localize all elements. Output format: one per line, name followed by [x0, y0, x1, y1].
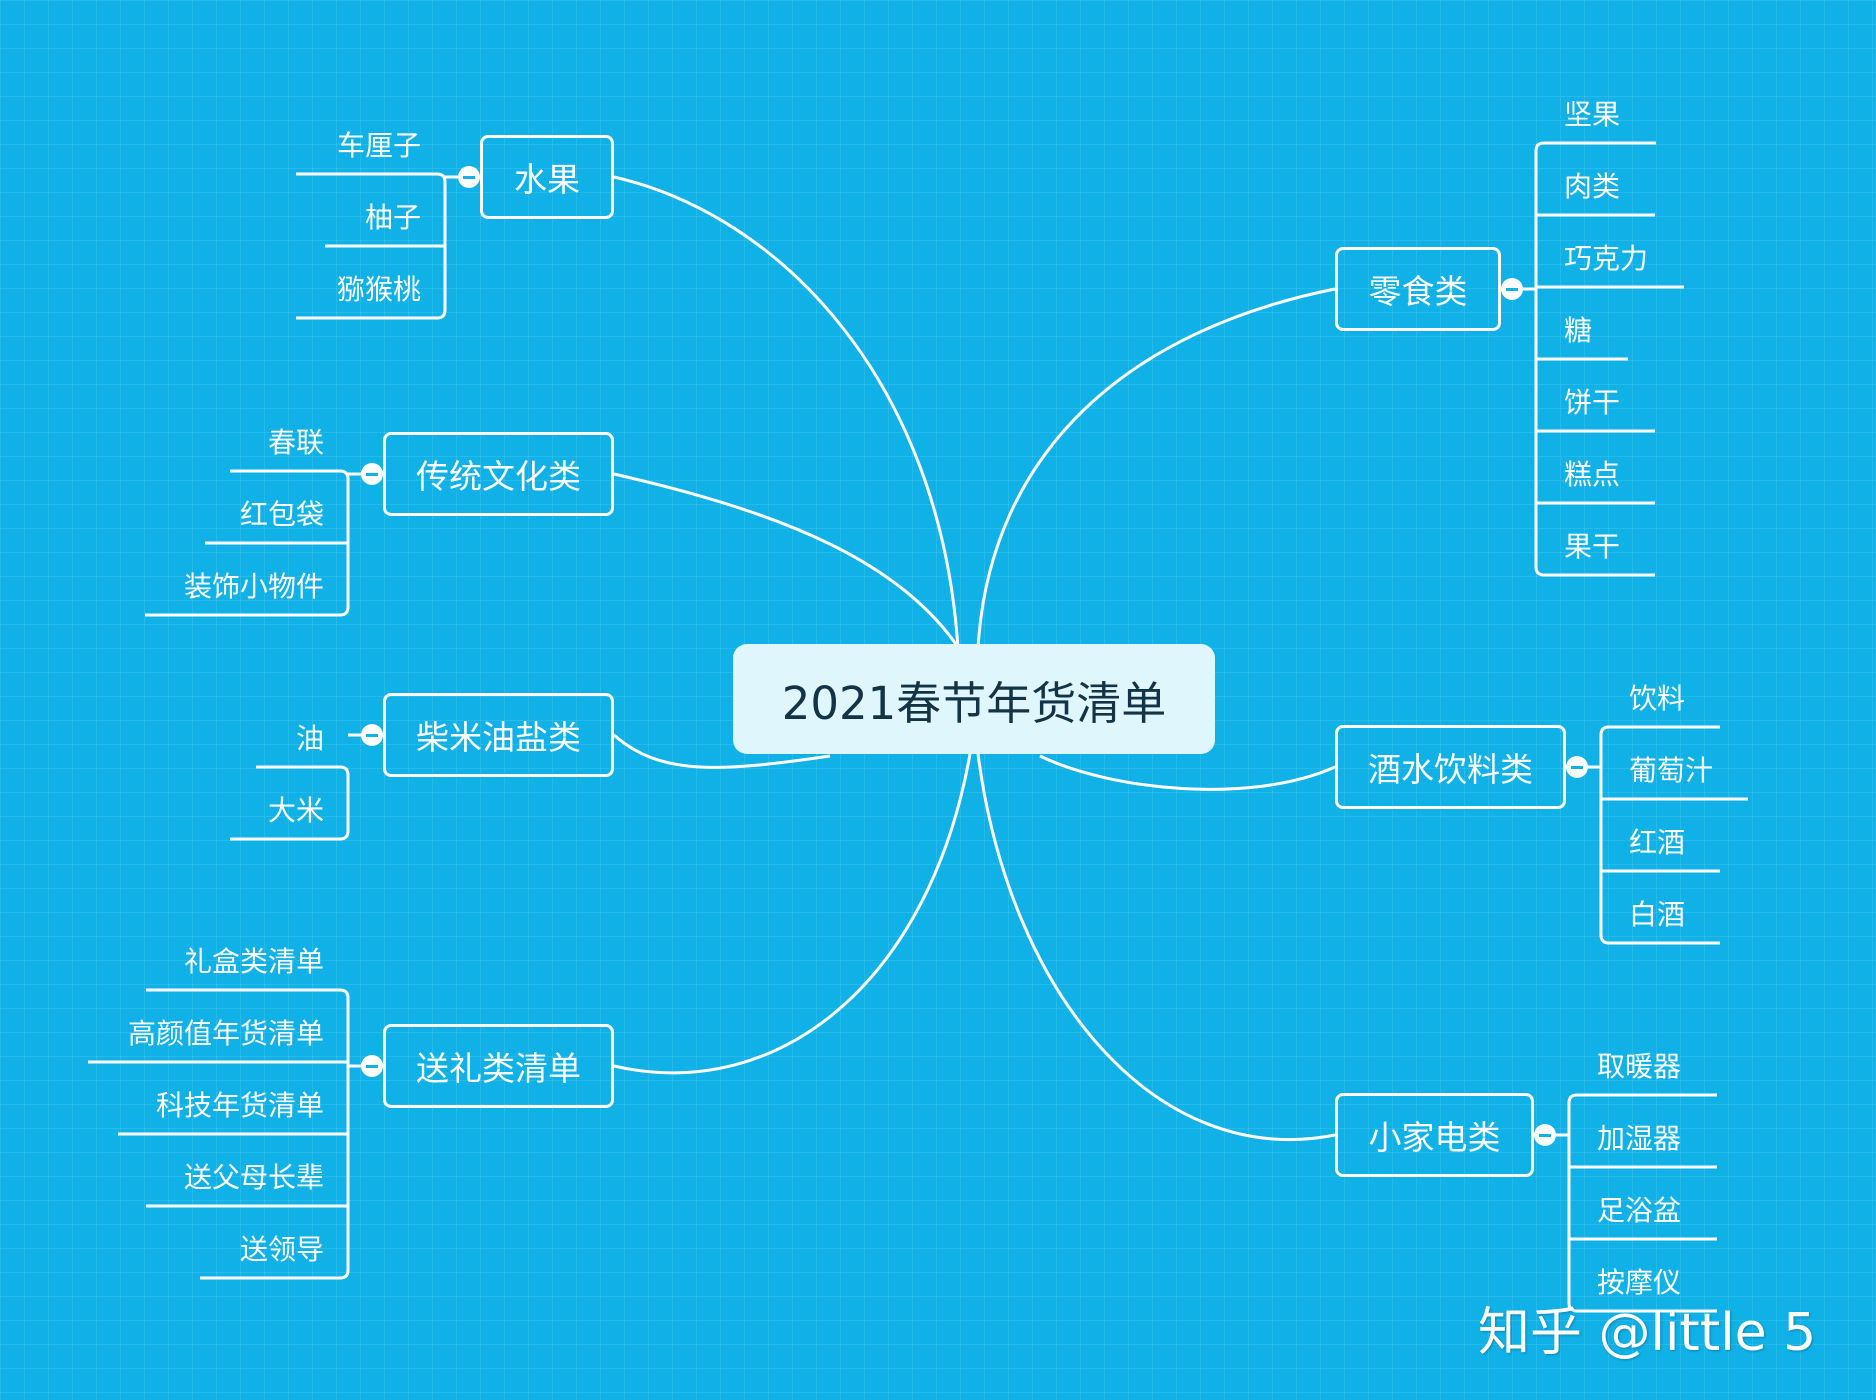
branch-staples[interactable]: 柴米油盐类 — [383, 693, 614, 777]
leaf-underline — [1567, 1093, 1717, 1104]
branch-drinks[interactable]: 酒水饮料类 — [1335, 725, 1566, 809]
collapse-button-gifts[interactable] — [361, 1055, 383, 1077]
branch-culture[interactable]: 传统文化类 — [383, 432, 614, 516]
collapse-button-fruit[interactable] — [458, 166, 480, 188]
leaf-fruit-0[interactable]: 车厘子 — [336, 129, 421, 162]
leaf-underline — [1599, 725, 1720, 736]
branch-gifts[interactable]: 送礼类清单 — [383, 1024, 614, 1108]
leaf-culture-2[interactable]: 装饰小物件 — [183, 570, 324, 603]
branch-label: 酒水饮料类 — [1368, 750, 1533, 789]
leaf-drinks-1[interactable]: 葡萄汁 — [1629, 754, 1714, 787]
connector-staples — [613, 733, 831, 769]
connector-gifts — [613, 753, 972, 1075]
leaf-appliances-3[interactable]: 按摩仪 — [1597, 1266, 1682, 1299]
collapse-button-appliances[interactable] — [1534, 1124, 1556, 1146]
connector-culture — [613, 472, 962, 651]
leaf-gifts-4[interactable]: 送领导 — [239, 1233, 324, 1266]
leaf-underline — [230, 469, 350, 480]
leaf-drinks-3[interactable]: 白酒 — [1629, 898, 1686, 931]
leaf-underline — [296, 309, 447, 320]
leaf-gifts-2[interactable]: 科技年货清单 — [155, 1089, 324, 1122]
leaf-snacks-3[interactable]: 糖 — [1564, 314, 1593, 347]
leaf-gifts-1[interactable]: 高颜值年货清单 — [127, 1017, 324, 1050]
leaf-gifts-3[interactable]: 送父母长辈 — [183, 1161, 324, 1194]
leaf-underline — [296, 172, 447, 183]
branch-label: 送礼类清单 — [416, 1049, 581, 1088]
leaf-culture-1[interactable]: 红包袋 — [239, 498, 324, 531]
branch-appliances[interactable]: 小家电类 — [1335, 1093, 1534, 1177]
leaf-underline — [145, 606, 350, 617]
leaf-appliances-1[interactable]: 加湿器 — [1597, 1122, 1682, 1155]
leaf-snacks-6[interactable]: 果干 — [1564, 530, 1621, 563]
root-topic-label: 2021春节年货清单 — [781, 676, 1167, 730]
branch-snacks[interactable]: 零食类 — [1335, 247, 1501, 331]
leaf-snacks-0[interactable]: 坚果 — [1564, 98, 1621, 131]
leaf-drinks-0[interactable]: 饮料 — [1629, 682, 1686, 715]
branch-label: 零食类 — [1368, 272, 1468, 311]
leaf-appliances-0[interactable]: 取暖器 — [1597, 1050, 1682, 1083]
collapse-button-snacks[interactable] — [1501, 278, 1523, 300]
leaf-underline — [1534, 566, 1655, 577]
leaf-underline — [1599, 934, 1720, 945]
branch-label: 传统文化类 — [416, 457, 581, 496]
leaf-underline — [146, 988, 350, 999]
collapse-button-drinks[interactable] — [1566, 756, 1588, 778]
collapse-button-culture[interactable] — [361, 463, 383, 485]
leaf-staples-0[interactable]: 油 — [295, 722, 324, 755]
leaf-underline — [200, 1269, 350, 1280]
connector-snacks — [976, 287, 1336, 649]
branch-label: 小家电类 — [1368, 1118, 1501, 1157]
connector-drinks — [1039, 754, 1336, 791]
leaf-snacks-4[interactable]: 饼干 — [1564, 386, 1621, 419]
leaf-staples-1[interactable]: 大米 — [267, 794, 324, 827]
branch-label: 柴米油盐类 — [416, 718, 581, 757]
leaf-underline — [1567, 1302, 1717, 1313]
leaf-gifts-0[interactable]: 礼盒类清单 — [183, 945, 324, 978]
leaf-snacks-2[interactable]: 巧克力 — [1564, 242, 1649, 275]
watermark: 知乎 @little 5 — [1478, 1303, 1817, 1363]
branch-label: 水果 — [514, 160, 580, 199]
collapse-button-staples[interactable] — [361, 724, 383, 746]
leaf-appliances-2[interactable]: 足浴盆 — [1597, 1194, 1682, 1227]
root-topic[interactable]: 2021春节年货清单 — [733, 644, 1215, 754]
leaf-underline — [1534, 141, 1656, 152]
leaf-culture-0[interactable]: 春联 — [267, 426, 324, 459]
connector-appliances — [976, 753, 1336, 1141]
leaf-underline — [256, 765, 350, 776]
leaf-fruit-1[interactable]: 柚子 — [364, 201, 421, 234]
connector-fruit — [613, 175, 960, 649]
leaf-snacks-1[interactable]: 肉类 — [1564, 170, 1621, 203]
leaf-drinks-2[interactable]: 红酒 — [1629, 826, 1686, 859]
leaf-fruit-2[interactable]: 猕猴桃 — [336, 273, 421, 306]
leaf-snacks-5[interactable]: 糕点 — [1564, 458, 1621, 491]
branch-fruit[interactable]: 水果 — [480, 135, 614, 219]
leaf-underline — [230, 830, 350, 841]
